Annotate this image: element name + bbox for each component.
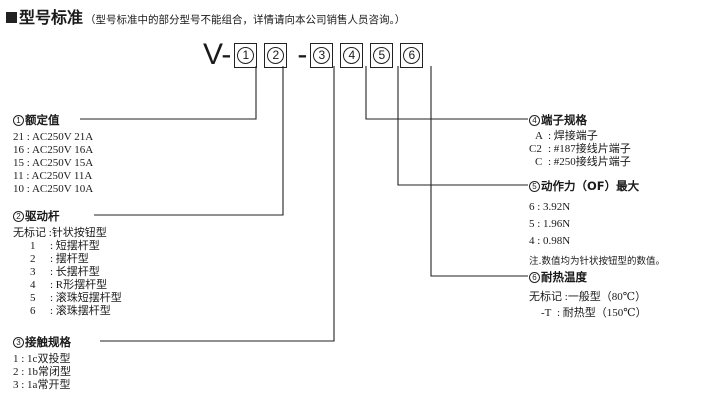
actuator-row: 5 : 滚珠短摆杆型: [13, 292, 122, 305]
force-note: 注.数值均为针状按钮型的数值。: [529, 256, 666, 267]
circled-number: 3: [313, 46, 331, 64]
model-dash: -: [297, 38, 308, 71]
actuator-text: : 滚珠摆杆型: [50, 305, 111, 317]
section-title: 接触规格: [25, 335, 71, 349]
heat-row: 无标记 : 一般型（80℃）: [529, 289, 647, 305]
rated-row: 10 : AC250V 10A: [13, 183, 94, 195]
section-title: 额定值: [25, 113, 60, 127]
page-header: 型号标准 （型号标准中的部分型号不能组合，详情请向本公司销售人员咨询。）: [6, 4, 405, 28]
circled-number: 1: [13, 114, 24, 126]
terminal-row: C : #250接线片端子: [529, 156, 631, 169]
actuator-code: 无标记 :: [13, 227, 52, 239]
force-row: 4 : 0.98N: [529, 235, 571, 247]
section-actuator-heading: 2 驱动杆: [13, 208, 122, 224]
model-box-1: 1: [234, 42, 258, 68]
actuator-code: 3: [30, 266, 36, 278]
terminal-text: : 焊接端子: [548, 130, 598, 142]
page-title: 型号标准: [19, 8, 84, 27]
terminal-code: C2: [529, 143, 542, 155]
actuator-text: : 长摆杆型: [50, 266, 100, 278]
contact-row: 3 : 1a常开型: [13, 379, 71, 391]
actuator-text: 针状按钮型: [51, 227, 107, 239]
terminal-code: C: [535, 156, 543, 168]
section-title: 动作力（OF）最大: [541, 179, 640, 193]
terminal-text: : #187接线片端子: [548, 143, 631, 155]
circled-number: 4: [529, 114, 540, 126]
section-terminal-heading: 4 端子规格: [529, 112, 631, 128]
section-force: 5 动作力（OF）最大 6 : 3.92N 5 : 1.96N 4 : 0.98…: [529, 178, 665, 267]
page-title-note: （型号标准中的部分型号不能组合，详情请向本公司销售人员咨询。）: [85, 14, 406, 26]
actuator-code: 5: [30, 292, 36, 304]
connector-line-6: [430, 66, 528, 277]
circled-number: 5: [373, 46, 391, 64]
rated-row: 21 : AC250V 21A: [13, 131, 94, 143]
connector-line-5: [397, 66, 528, 186]
heat-text: : 耐热型（150℃）: [557, 307, 647, 319]
section-title: 耐热温度: [541, 270, 587, 284]
connector-line-4: [365, 66, 528, 120]
circled-number: 2: [267, 46, 285, 64]
model-box-2: 2: [264, 42, 288, 68]
actuator-code: 4: [30, 279, 36, 291]
circled-number: 5: [529, 180, 540, 192]
circled-number: 3: [13, 336, 24, 348]
connector-line-3: [100, 66, 335, 342]
contact-row: 2 : 1b常闭型: [13, 366, 72, 378]
connector-line-2: [94, 66, 284, 216]
rated-row: 11 : AC250V 11A: [13, 170, 93, 182]
square-bullet-icon: [6, 12, 17, 23]
section-title: 端子规格: [541, 113, 587, 127]
terminal-text: : #250接线片端子: [548, 156, 631, 168]
terminal-row: C2 : #187接线片端子: [529, 143, 631, 156]
section-contact: 3 接触规格 1 : 1c双投型 2 : 1b常闭型 3 : 1a常开型: [13, 334, 71, 392]
model-box-6: 6: [400, 42, 424, 68]
actuator-text: : 摆杆型: [50, 253, 89, 265]
circled-number: 6: [529, 271, 540, 283]
actuator-code: 6: [30, 305, 36, 317]
actuator-row: 1 : 短摆杆型: [13, 240, 122, 253]
actuator-row: 3 : 长摆杆型: [13, 266, 122, 279]
actuator-code: 1: [30, 240, 36, 252]
section-actuator: 2 驱动杆 无标记 : 针状按钮型 1 : 短摆杆型 2 : 摆杆型 3 : 长…: [13, 208, 122, 318]
section-heat: 6 耐热温度 无标记 : 一般型（80℃） -T : 耐热型（150℃）: [529, 269, 647, 321]
section-rated: 1 额定值 21 : AC250V 21A 16 : AC250V 16A 15…: [13, 112, 93, 196]
actuator-row: 2 : 摆杆型: [13, 253, 122, 266]
actuator-row: 无标记 : 针状按钮型: [13, 227, 122, 240]
model-code: V- 1 2 - 3 4 5 6: [203, 40, 430, 70]
model-prefix: V-: [203, 38, 232, 71]
circled-number: 6: [403, 46, 421, 64]
rated-row: 16 : AC250V 16A: [13, 144, 94, 156]
heat-code: 无标记 :: [529, 291, 568, 303]
section-force-heading: 5 动作力（OF）最大: [529, 178, 665, 194]
actuator-row: 6 : 滚珠摆杆型: [13, 305, 122, 318]
force-row: 6 : 3.92N: [529, 201, 571, 213]
actuator-text: : 短摆杆型: [50, 240, 100, 252]
actuator-row: 4 : R形摆杆型: [13, 279, 122, 292]
section-terminal: 4 端子规格 A : 焊接端子 C2 : #187接线片端子 C : #250接…: [529, 112, 631, 169]
rated-row: 15 : AC250V 15A: [13, 157, 94, 169]
model-box-4: 4: [340, 42, 364, 68]
section-contact-heading: 3 接触规格: [13, 334, 71, 350]
actuator-text: : R形摆杆型: [50, 279, 108, 291]
model-box-5: 5: [370, 42, 394, 68]
circled-number: 2: [13, 210, 24, 222]
heat-code: -T: [541, 307, 552, 319]
section-rated-heading: 1 额定值: [13, 112, 93, 128]
actuator-text: : 滚珠短摆杆型: [50, 292, 122, 304]
section-title: 驱动杆: [25, 209, 60, 223]
heat-row: -T : 耐热型（150℃）: [529, 305, 647, 321]
terminal-code: A: [535, 130, 543, 142]
section-heat-heading: 6 耐热温度: [529, 269, 647, 285]
heat-text: 一般型（80℃）: [567, 291, 647, 303]
circled-number: 4: [343, 46, 361, 64]
model-box-3: 3: [310, 42, 334, 68]
terminal-row: A : 焊接端子: [529, 130, 631, 143]
connector-line-1: [80, 66, 257, 120]
force-row: 5 : 1.96N: [529, 218, 571, 230]
actuator-code: 2: [30, 253, 36, 265]
circled-number: 1: [237, 46, 255, 64]
contact-row: 1 : 1c双投型: [13, 353, 71, 365]
